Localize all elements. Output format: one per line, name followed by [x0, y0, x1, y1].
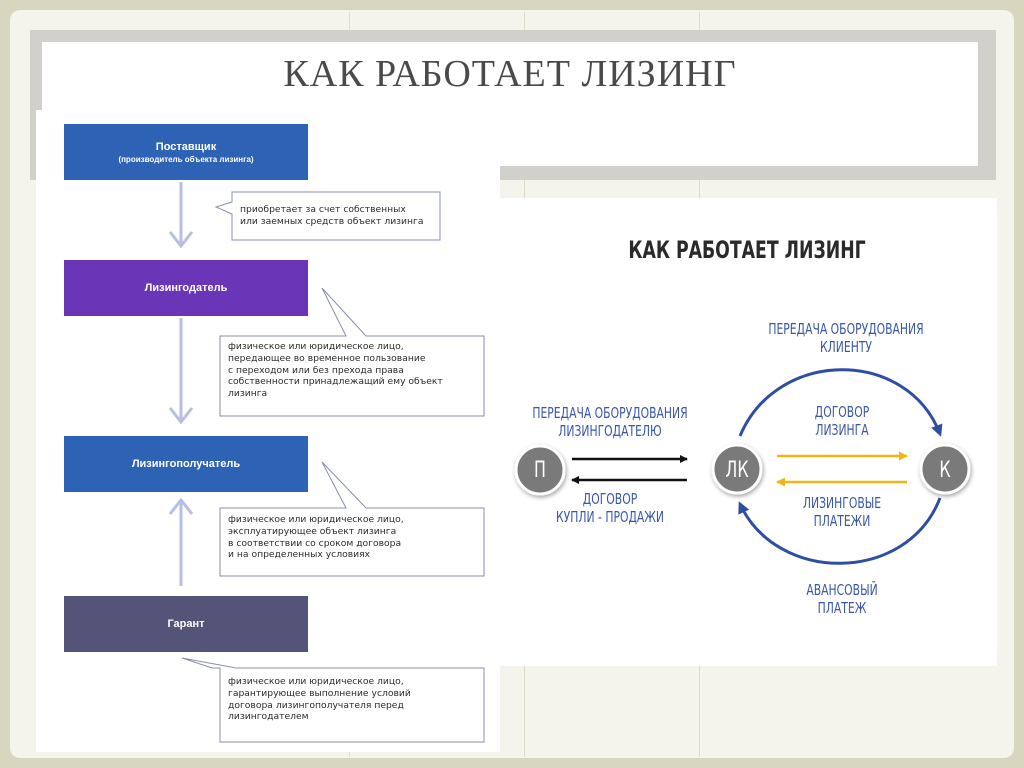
slide-title: КАК РАБОТАЕТ ЛИЗИНГ	[283, 53, 737, 95]
label-leasing-payments: ЛИЗИНГОВЫЕ ПЛАТЕЖИ	[802, 494, 882, 530]
box-guarantor-label: Гарант	[167, 618, 205, 630]
callout-2-bubble	[219, 287, 485, 417]
down-arrow-1-head	[168, 231, 194, 249]
callout-4-bubble	[181, 657, 485, 743]
box-supplier-label: Поставщик	[155, 140, 217, 153]
callout-3-bubble	[219, 461, 485, 577]
flowchart-connectors	[168, 182, 485, 743]
leasing-diagram-graphics	[514, 368, 971, 565]
arc-top	[738, 368, 943, 437]
box-guarantor: Гарант	[64, 596, 308, 652]
node-lk	[711, 443, 763, 495]
flowchart-image: Поставщик (производитель объекта лизинга…	[36, 110, 500, 752]
callout-1-text: приобретает за счет собственных или заем…	[240, 204, 424, 227]
diagram-title: КАК РАБОТАЕТ ЛИЗИНГ	[628, 236, 866, 264]
callout-4-text: физическое или юридическое лицо, гаранти…	[228, 676, 411, 723]
box-supplier-sublabel: (производитель объекта лизинга)	[118, 154, 254, 164]
label-purchase-contract: ДОГОВОР КУПЛИ - ПРОДАЖИ	[555, 490, 664, 526]
callout-1-bubble	[214, 191, 441, 241]
node-lk-label: ЛК	[725, 458, 749, 483]
leasing-diagram-image: КАК РАБОТАЕТ ЛИЗИНГ П ЛК К ПЕРЕДАЧА ОБОР…	[497, 198, 997, 666]
box-lessee: Лизингополучатель	[64, 436, 308, 492]
callout-2-text: физическое или юридическое лицо, передаю…	[228, 341, 443, 400]
label-transfer-to-lessor: ПЕРЕДАЧА ОБОРУДОВАНИЯ ЛИЗИНГОДАТЕЛЮ	[532, 404, 688, 440]
node-k-label: К	[939, 458, 951, 483]
arc-bottom	[738, 497, 942, 565]
box-lessor-label: Лизингодатель	[144, 282, 228, 294]
box-lessee-label: Лизингополучатель	[131, 458, 241, 470]
label-transfer-to-client: ПЕРЕДАЧА ОБОРУДОВАНИЯ КЛИЕНТУ	[768, 320, 924, 356]
node-p	[514, 444, 566, 496]
label-leasing-contract: ДОГОВОР ЛИЗИНГА	[814, 403, 870, 439]
box-supplier: Поставщик (производитель объекта лизинга…	[64, 124, 308, 180]
box-lessor: Лизингодатель	[64, 260, 308, 316]
callout-3-text: физическое или юридическое лицо, эксплуа…	[228, 514, 404, 561]
up-arrow-head	[168, 497, 194, 515]
node-p-label: П	[534, 458, 546, 483]
down-arrow-2-head	[168, 407, 194, 425]
label-advance-payment: АВАНСОВЫЙ ПЛАТЕЖ	[806, 581, 878, 617]
node-k	[919, 443, 971, 495]
